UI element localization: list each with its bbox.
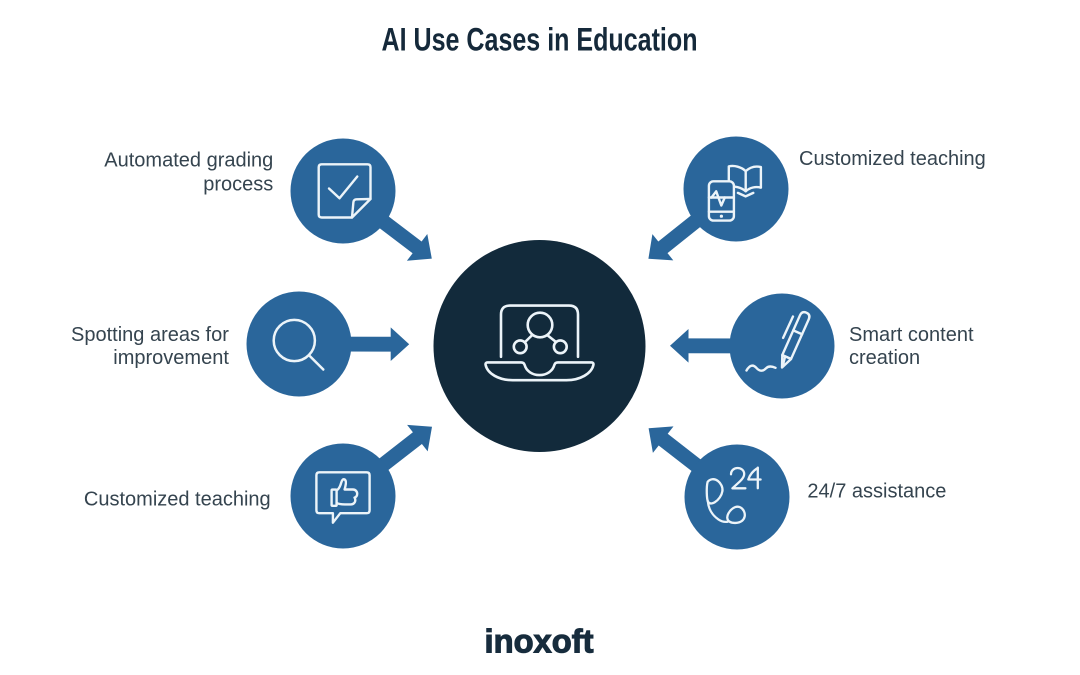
svg-text:Smart content: Smart content — [849, 324, 974, 346]
svg-text:Customized teaching: Customized teaching — [84, 489, 271, 511]
svg-text:Customized teaching: Customized teaching — [799, 148, 986, 170]
svg-text:AI Use Cases in Education: AI Use Cases in Education — [382, 22, 698, 58]
svg-text:improvement: improvement — [113, 347, 229, 369]
svg-text:Spotting areas for: Spotting areas for — [71, 324, 229, 346]
svg-text:process: process — [203, 174, 273, 196]
svg-text:creation: creation — [849, 347, 920, 369]
svg-text:Automated grading: Automated grading — [104, 149, 273, 171]
svg-text:inoxoft: inoxoft — [485, 623, 594, 660]
svg-text:24/7 assistance: 24/7 assistance — [807, 481, 946, 503]
